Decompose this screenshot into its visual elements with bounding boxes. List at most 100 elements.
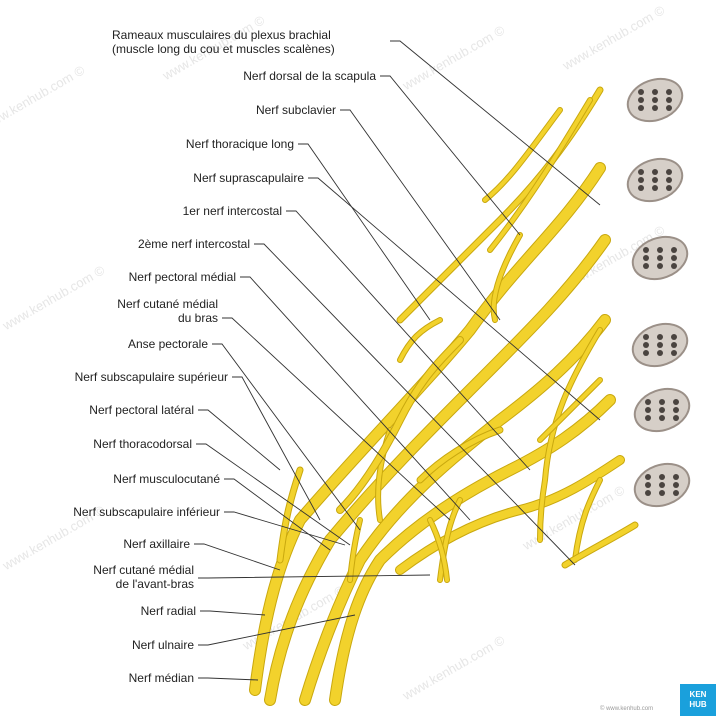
label-subclavier: Nerf subclavier [255, 103, 336, 117]
vertebra-spot [666, 97, 672, 103]
leader-ulnaire [198, 614, 356, 646]
leader-intercostal-2 [254, 243, 576, 566]
vertebra-spot [643, 334, 649, 340]
label-cutane-medial-avant-bras: Nerf cutané médial de l'avant-bras [93, 563, 194, 591]
vertebra-spot [657, 255, 663, 261]
vertebra-spot [643, 247, 649, 253]
vertebra-spot [666, 177, 672, 183]
nerve-long-thoracic [538, 328, 602, 542]
leader-pectoral-lateral [198, 409, 281, 471]
vertebra-spot [673, 407, 679, 413]
nerve-intercostal-lower [562, 522, 638, 568]
vertebra-spot [659, 482, 665, 488]
nerve-root-lower [300, 315, 610, 705]
leader-thoracodorsal [196, 443, 351, 546]
vertebra-spot [659, 399, 665, 405]
vertebra-spot [671, 342, 677, 348]
nerve-root-middle [265, 235, 610, 705]
vertebra-spot [673, 490, 679, 496]
vertebra-spot [657, 350, 663, 356]
kenhub-logo: KEN HUB [680, 684, 716, 716]
vertebra-spot [671, 350, 677, 356]
nerve-suprascapular-branch [398, 318, 442, 362]
label-axillaire: Nerf axillaire [123, 537, 190, 551]
leader-musculocutane [224, 478, 331, 551]
vertebra-spot [643, 263, 649, 269]
vertebra-spot [673, 399, 679, 405]
vertebra-spot [666, 185, 672, 191]
leader-cutane-medial-bras [222, 317, 451, 521]
vertebra-spot [638, 105, 644, 111]
vertebra-spot [645, 399, 651, 405]
vertebra-spot [652, 105, 658, 111]
vertebra-spot [643, 255, 649, 261]
label-cutane-medial-bras: Nerf cutané médial du bras [117, 297, 218, 325]
nerve-thoracodorsal [348, 518, 362, 582]
nerve-intercostal-2 [573, 478, 602, 562]
nerve-lateral-cord [337, 337, 463, 513]
label-ulnaire: Nerf ulnaire [131, 638, 194, 652]
vertebra-spot [652, 169, 658, 175]
label-subscapulaire-inf: Nerf subscapulaire inférieur [73, 505, 220, 519]
label-pectoral-lateral: Nerf pectoral latéral [89, 403, 194, 417]
leader-pectoral-medial [240, 276, 471, 521]
nerve-branches [249, 86, 639, 706]
vertebra-spot [666, 169, 672, 175]
vertebra-spot [652, 177, 658, 183]
leader-cutane-medial-avant-bras [198, 574, 431, 579]
vertebra-spot [659, 415, 665, 421]
vertebra-spot [652, 89, 658, 95]
leader-dorsal-scapula [380, 75, 521, 236]
nerve-root-upper-trunk [250, 163, 605, 695]
vertebra-spot [671, 334, 677, 340]
vertebra-spot [643, 350, 649, 356]
vertebra-spot [638, 97, 644, 103]
label-pectoral-medial: Nerf pectoral médial [128, 270, 236, 284]
credit-text: © www.kenhub.com [600, 706, 654, 712]
nerve-intercostal-1 [538, 378, 602, 442]
vertebra-spot [673, 474, 679, 480]
label-median: Nerf médian [128, 671, 194, 685]
vertebra-spot [673, 415, 679, 421]
nerve-subscapular-lower [428, 518, 449, 582]
vertebra-spot [657, 263, 663, 269]
label-thoracique-long: Nerf thoracique long [185, 137, 294, 151]
vertebra-spot [657, 334, 663, 340]
vertebra-spot [643, 342, 649, 348]
vertebra-spot [671, 247, 677, 253]
label-intercostal-1: 1er nerf intercostal [182, 204, 282, 218]
label-radial: Nerf radial [140, 604, 196, 618]
nerve-scalene-branch [483, 108, 562, 202]
vertebra-spot [638, 185, 644, 191]
leader-rameaux [390, 40, 601, 206]
vertebra-spot [645, 482, 651, 488]
logo-line-1: KEN [689, 690, 707, 699]
vertebra-section [626, 157, 684, 203]
vertebra-section [633, 462, 691, 508]
vertebra-section [626, 77, 684, 123]
label-dorsal-scapula: Nerf dorsal de la scapula [243, 69, 376, 83]
vertebra-spot [657, 247, 663, 253]
vertebra-spot [659, 474, 665, 480]
logo-line-2: HUB [689, 700, 707, 709]
nerve-root-t1 [396, 456, 624, 574]
label-suprascapulaire: Nerf suprascapulaire [193, 171, 304, 185]
nerve-posterior-cord [417, 427, 503, 483]
vertebra-section [633, 387, 691, 433]
leader-anse-pectorale [212, 343, 361, 531]
vertebra-spot [652, 97, 658, 103]
vertebra-spot [666, 89, 672, 95]
leader-suprascapulaire [308, 177, 601, 421]
vertebra-spot [638, 89, 644, 95]
leader-subclavier [340, 109, 501, 321]
label-musculocutane: Nerf musculocutané [113, 472, 220, 486]
vertebra-spot [666, 105, 672, 111]
nerve-suprascapular-branch-outline [397, 317, 443, 363]
vertebra-spot [657, 342, 663, 348]
vertebra-section [631, 322, 689, 368]
vertebra-spot [645, 490, 651, 496]
vertebra-spot [638, 177, 644, 183]
label-rameaux: Rameaux musculaires du plexus brachial (… [112, 28, 335, 56]
vertebra-spot [652, 185, 658, 191]
